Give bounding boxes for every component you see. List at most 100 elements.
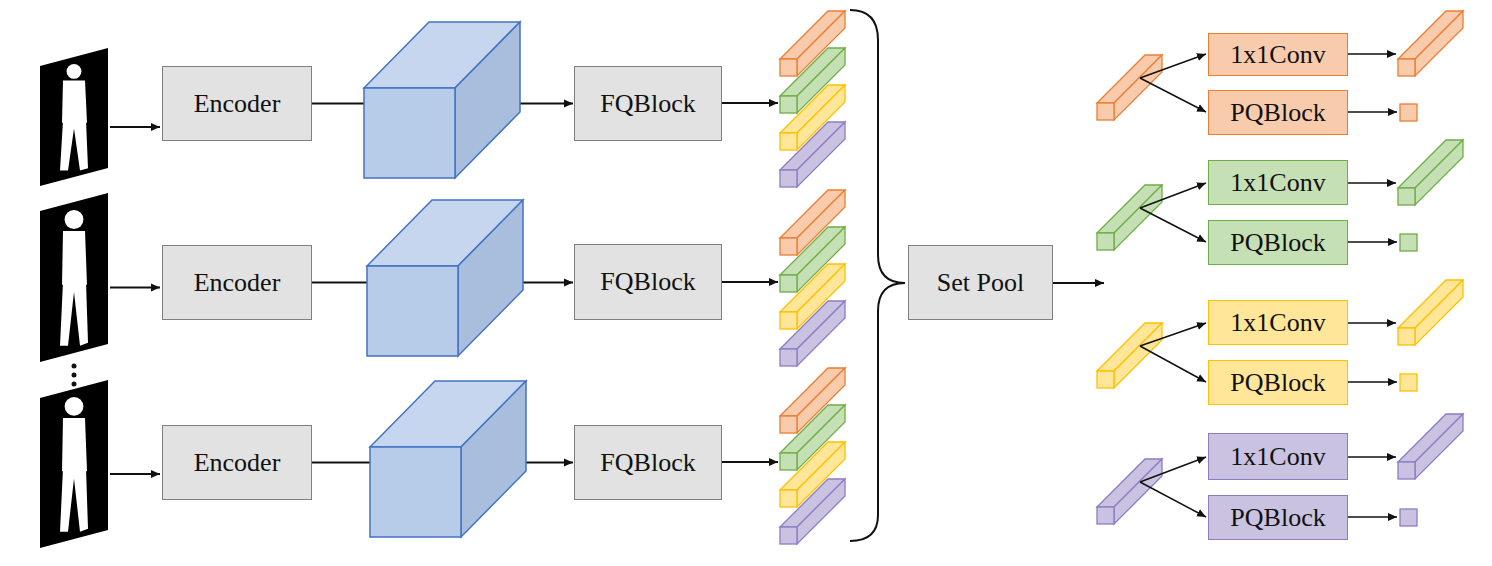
box-label: 1x1Conv bbox=[1230, 168, 1325, 198]
feature-strip bbox=[1097, 371, 1114, 388]
feature-strip bbox=[780, 170, 797, 187]
output-square bbox=[1400, 234, 1417, 251]
feature-strip bbox=[797, 479, 845, 544]
feature-strip bbox=[1415, 11, 1463, 76]
arrow bbox=[722, 102, 778, 104]
silhouette-head bbox=[65, 210, 84, 229]
feature-strip bbox=[1114, 55, 1162, 120]
box-label: Encoder bbox=[194, 448, 281, 478]
box-label: FQBlock bbox=[600, 267, 695, 297]
arrow bbox=[1140, 482, 1206, 517]
feature-strip bbox=[780, 416, 797, 433]
dot bbox=[72, 382, 77, 387]
box-label: Encoder bbox=[194, 89, 281, 119]
feature-strip bbox=[780, 96, 797, 113]
process-box: Encoder bbox=[162, 66, 312, 141]
process-box: Encoder bbox=[162, 245, 312, 320]
silhouette-head bbox=[67, 64, 82, 79]
arrow bbox=[1140, 208, 1206, 242]
feature-strip bbox=[780, 133, 797, 150]
process-box: Encoder bbox=[162, 425, 312, 500]
feature-strip bbox=[1415, 280, 1463, 345]
feature-strip bbox=[780, 527, 797, 544]
feature-strip bbox=[780, 349, 797, 366]
arrow bbox=[1140, 78, 1206, 112]
feature-strip bbox=[1398, 59, 1415, 76]
arrow bbox=[1140, 54, 1206, 78]
feature-strip bbox=[1398, 462, 1415, 479]
feature-strip bbox=[1114, 459, 1162, 524]
box-label: FQBlock bbox=[600, 448, 695, 478]
silhouette-frame bbox=[40, 380, 108, 548]
process-box: 1x1Conv bbox=[1208, 300, 1348, 345]
arrow bbox=[722, 281, 778, 283]
brace bbox=[850, 10, 905, 541]
feature-strip bbox=[1097, 103, 1114, 120]
process-box: PQBlock bbox=[1208, 220, 1348, 265]
feature-strip bbox=[797, 122, 845, 187]
output-square bbox=[1400, 374, 1417, 391]
feature-strip bbox=[780, 453, 797, 470]
silhouette-body bbox=[62, 81, 87, 123]
output-square bbox=[1400, 104, 1417, 121]
arrow bbox=[1140, 346, 1206, 382]
box-label: PQBlock bbox=[1230, 98, 1325, 128]
feature-cube bbox=[370, 447, 461, 537]
feature-strip bbox=[1114, 323, 1162, 388]
arrow bbox=[1348, 53, 1396, 55]
arrow bbox=[1140, 457, 1206, 482]
silhouette-head bbox=[65, 397, 84, 416]
arrow bbox=[722, 461, 778, 463]
box-label: PQBlock bbox=[1230, 228, 1325, 258]
silhouette-frame bbox=[40, 48, 108, 186]
process-box: FQBlock bbox=[574, 425, 722, 500]
arrow bbox=[1348, 111, 1397, 113]
arrow bbox=[1348, 456, 1396, 458]
box-label: Set Pool bbox=[937, 268, 1024, 298]
arrow bbox=[1140, 183, 1206, 208]
arrow bbox=[1348, 241, 1397, 243]
arrow bbox=[1348, 381, 1397, 383]
arrow bbox=[110, 473, 160, 475]
feature-strip bbox=[797, 301, 845, 366]
box-label: 1x1Conv bbox=[1230, 40, 1325, 70]
feature-strip bbox=[780, 59, 797, 76]
feature-strip bbox=[780, 312, 797, 329]
feature-strip bbox=[1097, 507, 1114, 524]
arrow bbox=[1053, 282, 1104, 284]
process-box: FQBlock bbox=[574, 66, 722, 141]
box-label: 1x1Conv bbox=[1230, 442, 1325, 472]
feature-strip bbox=[1415, 414, 1463, 479]
feature-strip bbox=[1097, 233, 1114, 250]
silhouette-body bbox=[62, 418, 87, 471]
silhouette-body bbox=[62, 231, 87, 285]
silhouette-legs bbox=[60, 282, 88, 346]
feature-cube bbox=[461, 381, 526, 537]
box-label: PQBlock bbox=[1230, 368, 1325, 398]
box-label: 1x1Conv bbox=[1230, 308, 1325, 338]
feature-strip bbox=[1415, 140, 1463, 205]
dot bbox=[72, 364, 77, 369]
box-label: PQBlock bbox=[1230, 503, 1325, 533]
arrow bbox=[1348, 182, 1396, 184]
process-box: PQBlock bbox=[1208, 90, 1348, 135]
process-box: 1x1Conv bbox=[1208, 433, 1348, 480]
feature-cube bbox=[458, 200, 523, 356]
output-square bbox=[1400, 509, 1417, 526]
feature-strip bbox=[1398, 188, 1415, 205]
silhouette-frame bbox=[40, 193, 108, 362]
process-box: FQBlock bbox=[574, 244, 722, 320]
box-label: FQBlock bbox=[600, 89, 695, 119]
feature-strip bbox=[1114, 185, 1162, 250]
feature-strip bbox=[780, 275, 797, 292]
pool-box: Set Pool bbox=[908, 245, 1053, 320]
feature-strip bbox=[780, 490, 797, 507]
feature-strip bbox=[780, 238, 797, 255]
arrow bbox=[110, 126, 160, 128]
feature-strip bbox=[1398, 328, 1415, 345]
feature-cube bbox=[367, 266, 458, 356]
box-label: Encoder bbox=[194, 268, 281, 298]
feature-cube bbox=[455, 22, 520, 178]
process-box: 1x1Conv bbox=[1208, 160, 1348, 205]
